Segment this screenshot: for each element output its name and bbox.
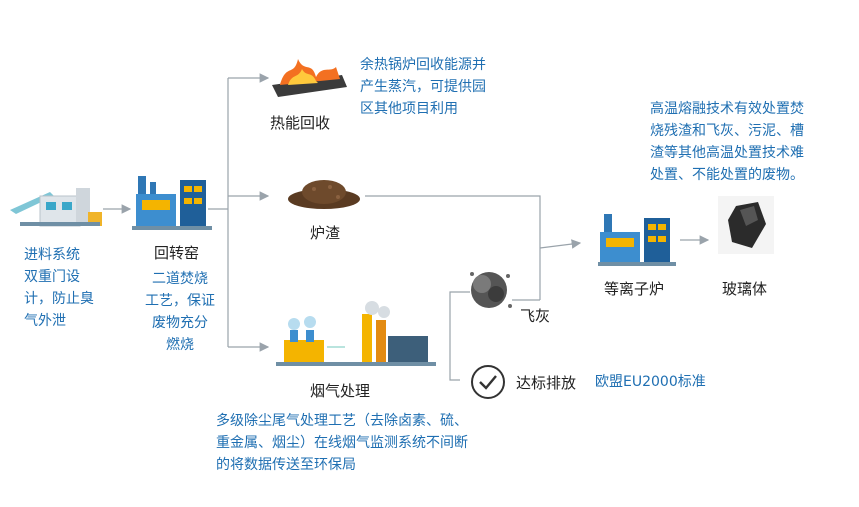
heat-label: 热能回收	[270, 114, 331, 132]
emission-label: 达标排放	[516, 374, 577, 392]
slag-pile-icon	[288, 180, 360, 209]
feed-desc-line: 进料系统	[24, 247, 80, 263]
feed-desc-line: 气外泄	[24, 313, 66, 329]
flyash-label: 飞灰	[520, 307, 551, 325]
flame-icon	[272, 59, 347, 97]
kiln-desc-line: 燃烧	[166, 337, 194, 353]
feed-desc-line: 计，防止臭	[24, 291, 94, 307]
glass-rock-icon	[718, 196, 774, 254]
flue-label: 烟气处理	[310, 382, 371, 400]
kiln-desc-line: 二道焚烧	[152, 271, 208, 287]
melt-desc-line: 渣等其他高温处置技术难	[650, 145, 804, 161]
check-circle-icon	[471, 365, 505, 399]
flue-desc: 多级除尘尾气处理工艺（去除卤素、硫、 重金属、烟尘）在线烟气监测系统不间断 的将…	[216, 410, 468, 476]
heat-desc: 余热锅炉回收能源并 产生蒸汽，可提供园 区其他项目利用	[360, 54, 486, 120]
melt-desc: 高温熔融技术有效处置焚 烧残渣和飞灰、污泥、槽 渣等其他高温处置技术难 处置、不…	[650, 98, 804, 186]
heat-desc-line: 余热锅炉回收能源并	[360, 57, 486, 73]
melt-desc-line: 处置、不能处置的废物。	[650, 167, 804, 183]
slag-label: 炉渣	[310, 224, 341, 242]
flue-desc-line: 重金属、烟尘）在线烟气监测系统不间断	[216, 435, 468, 451]
line-slag-to-junction	[365, 195, 541, 248]
flue-desc-line: 的将数据传送至环保局	[216, 457, 356, 473]
melt-desc-line: 高温熔融技术有效处置焚	[650, 101, 804, 117]
emission-standard: 欧盟EU2000标准	[595, 374, 706, 390]
fly-ash-icon	[470, 272, 512, 308]
flue-desc-line: 多级除尘尾气处理工艺（去除卤素、硫、	[216, 413, 468, 429]
heat-desc-line: 产生蒸汽，可提供园	[360, 79, 486, 95]
bracket-flue-split	[449, 291, 470, 381]
feed-desc: 进料系统 双重门设 计，防止臭 气外泄	[24, 244, 94, 332]
kiln-desc-line: 工艺，保证	[145, 293, 215, 309]
rotary-kiln-icon	[132, 176, 212, 230]
plasma-label: 等离子炉	[604, 280, 665, 298]
kiln-desc: 二道焚烧 工艺，保证 废物充分 燃烧	[136, 268, 224, 356]
plasma-furnace-icon	[598, 214, 676, 266]
heat-desc-line: 区其他项目利用	[360, 101, 458, 117]
kiln-label: 回转窑	[154, 244, 200, 262]
glass-label: 玻璃体	[722, 280, 768, 298]
factory-feed-icon	[10, 188, 102, 227]
flue-gas-plant-icon	[276, 301, 436, 366]
feed-desc-line: 双重门设	[24, 269, 80, 285]
melt-desc-line: 烧残渣和飞灰、污泥、槽	[650, 123, 804, 139]
kiln-desc-line: 废物充分	[152, 315, 208, 331]
arrow-to-plasma	[539, 239, 582, 249]
